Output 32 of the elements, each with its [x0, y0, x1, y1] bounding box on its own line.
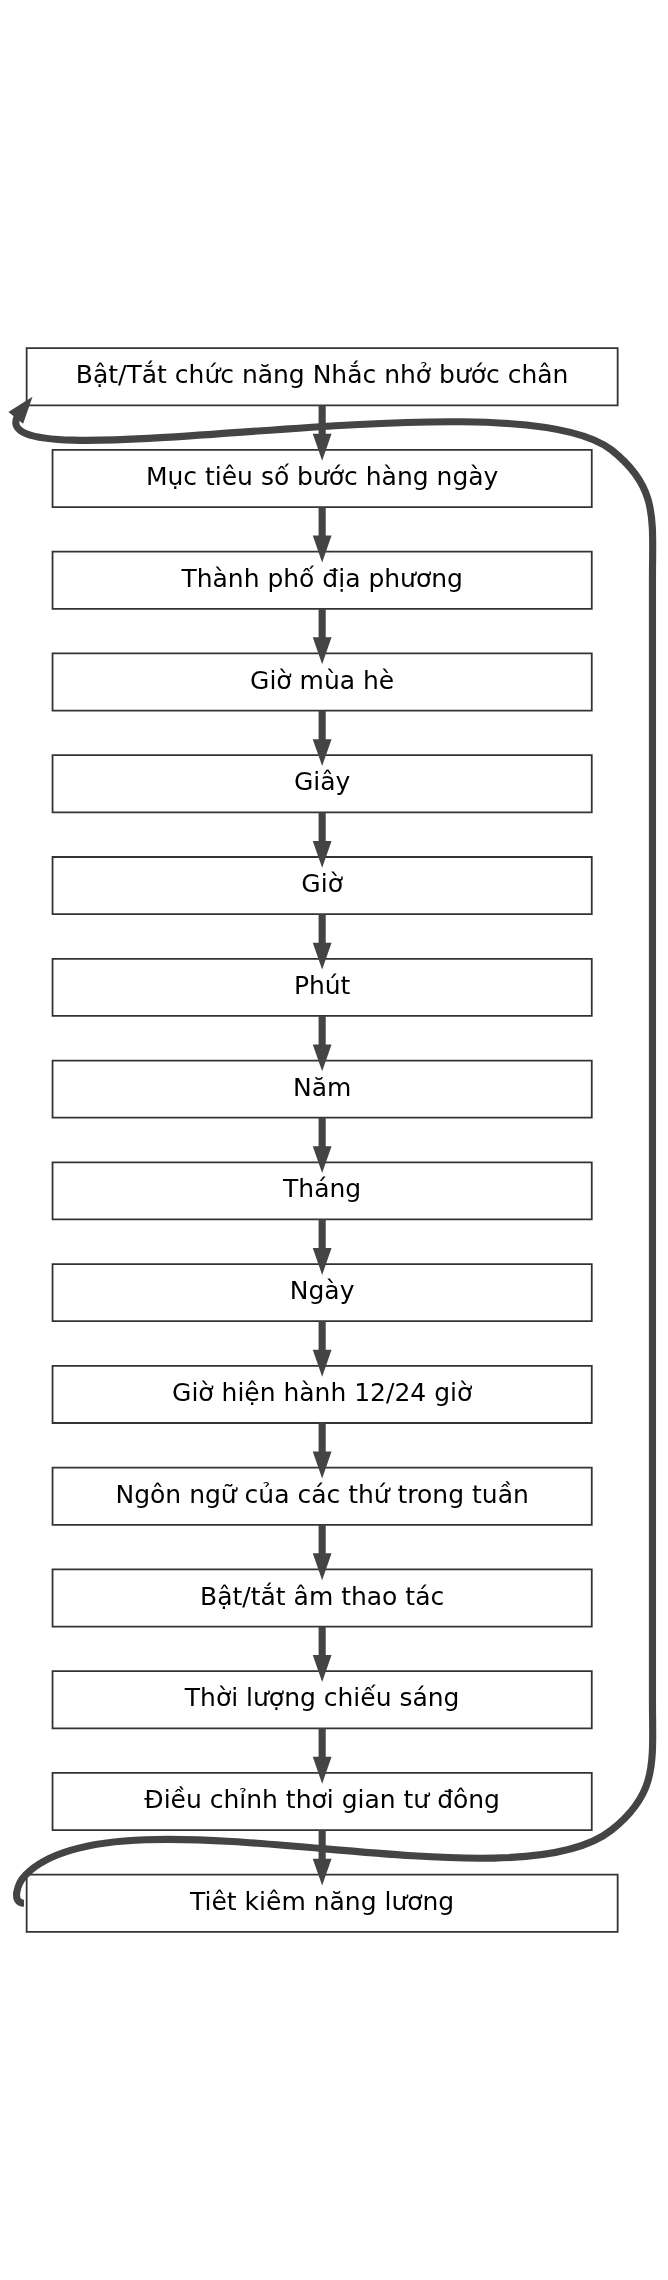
arrow: [312, 1626, 332, 1682]
arrow: [312, 507, 332, 563]
node-box: Thành phố địa phương: [51, 550, 593, 610]
arrow: [312, 1321, 332, 1377]
arrow: [312, 608, 332, 665]
arrow: [312, 1830, 332, 1886]
node-box: Giờ hiện hành 12/24 giờ: [51, 1364, 593, 1424]
node-box: Phút: [51, 957, 593, 1017]
node-box: Mục tiêu số bước hàng ngày: [51, 449, 593, 508]
node-box: Điều chỉnh thơi gian tư đông: [51, 1772, 593, 1831]
node-box: Tiêt kiêm năng lương: [25, 1873, 619, 1933]
node-box: Ngày: [51, 1263, 593, 1323]
node-box: Bật/tắt âm thao tác: [51, 1568, 593, 1628]
arrow: [312, 405, 332, 461]
arrow: [312, 1219, 332, 1275]
node-box: Tháng: [51, 1161, 593, 1221]
node-box: Giờ mùa hè: [51, 652, 593, 712]
arrow: [312, 812, 332, 868]
arrow: [312, 1423, 332, 1479]
node-box: Ngôn ngữ của các thứ trong tuần: [51, 1466, 593, 1526]
arrow: [312, 1728, 332, 1784]
arrow: [8, 396, 657, 1904]
node-box: Giờ: [51, 856, 593, 916]
node-box: Năm: [51, 1059, 593, 1119]
node-box: Thời lượng chiếu sáng: [51, 1670, 593, 1730]
node-box: Giây: [51, 754, 593, 814]
arrow: [312, 1524, 332, 1581]
arrow: [312, 1015, 332, 1072]
arrow: [312, 1117, 332, 1174]
arrow: [312, 914, 332, 970]
arrow: [312, 710, 332, 766]
node-box: Bật/Tắt chức năng Nhắc nhở bước chân: [25, 347, 619, 407]
